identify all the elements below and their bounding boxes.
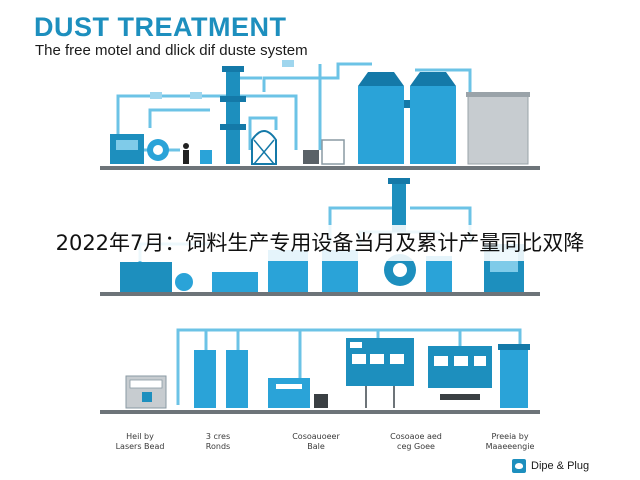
row-1-pipes — [116, 62, 472, 152]
monitor-panel-2 — [428, 346, 492, 388]
vertical-tank-2 — [226, 350, 248, 408]
brand-name: Dipe & Plug — [531, 460, 590, 472]
operator-figure — [183, 143, 189, 149]
row-2-system — [100, 178, 540, 296]
row-3-caption-5: Preeia by Maaeeengie — [485, 432, 535, 451]
news-headline: 2022年7月：饲料生产专用设备当月及累计产量同比双降 — [0, 225, 640, 261]
reactor-vessel — [251, 130, 277, 165]
diagram-title: DUST TREATMENT — [34, 12, 287, 42]
diagram-subtitle: The free motel and dlick dif duste syste… — [35, 42, 308, 59]
blower-unit — [120, 262, 172, 292]
row-3-caption-2: 3 cres Ronds — [205, 432, 231, 451]
storage-tank-2 — [410, 86, 456, 164]
valve-2 — [190, 92, 202, 99]
row-1-system — [100, 60, 540, 170]
brand-watermark: Dipe & Plug — [512, 459, 589, 473]
vertical-tank-1 — [194, 350, 216, 408]
row-1-floor — [100, 166, 540, 170]
separator-unit — [426, 256, 452, 292]
waste-bin — [314, 394, 328, 408]
storage-tank-1 — [358, 86, 404, 164]
row-3-caption-4: Cosoaoe aed ceg Goee — [390, 432, 442, 451]
conveyor-cart — [212, 272, 258, 292]
row-3-system — [100, 328, 540, 414]
row-3-caption-3: Cosoauoeer Bale — [292, 432, 340, 451]
processor-box — [268, 378, 310, 408]
drum-unit — [321, 139, 345, 165]
valve-3 — [282, 60, 294, 67]
distillation-column — [226, 70, 240, 164]
bird-logo-icon — [512, 459, 526, 473]
filter-box — [200, 150, 212, 164]
dust-collector — [467, 95, 529, 165]
row-3-caption-1: Heil by Lasers Bead — [115, 432, 165, 451]
row-2-floor — [100, 292, 540, 296]
filter-column — [392, 182, 406, 232]
tall-silo — [500, 348, 528, 408]
valve-1 — [150, 92, 162, 99]
row-3-floor — [100, 410, 540, 414]
control-box — [303, 150, 319, 164]
